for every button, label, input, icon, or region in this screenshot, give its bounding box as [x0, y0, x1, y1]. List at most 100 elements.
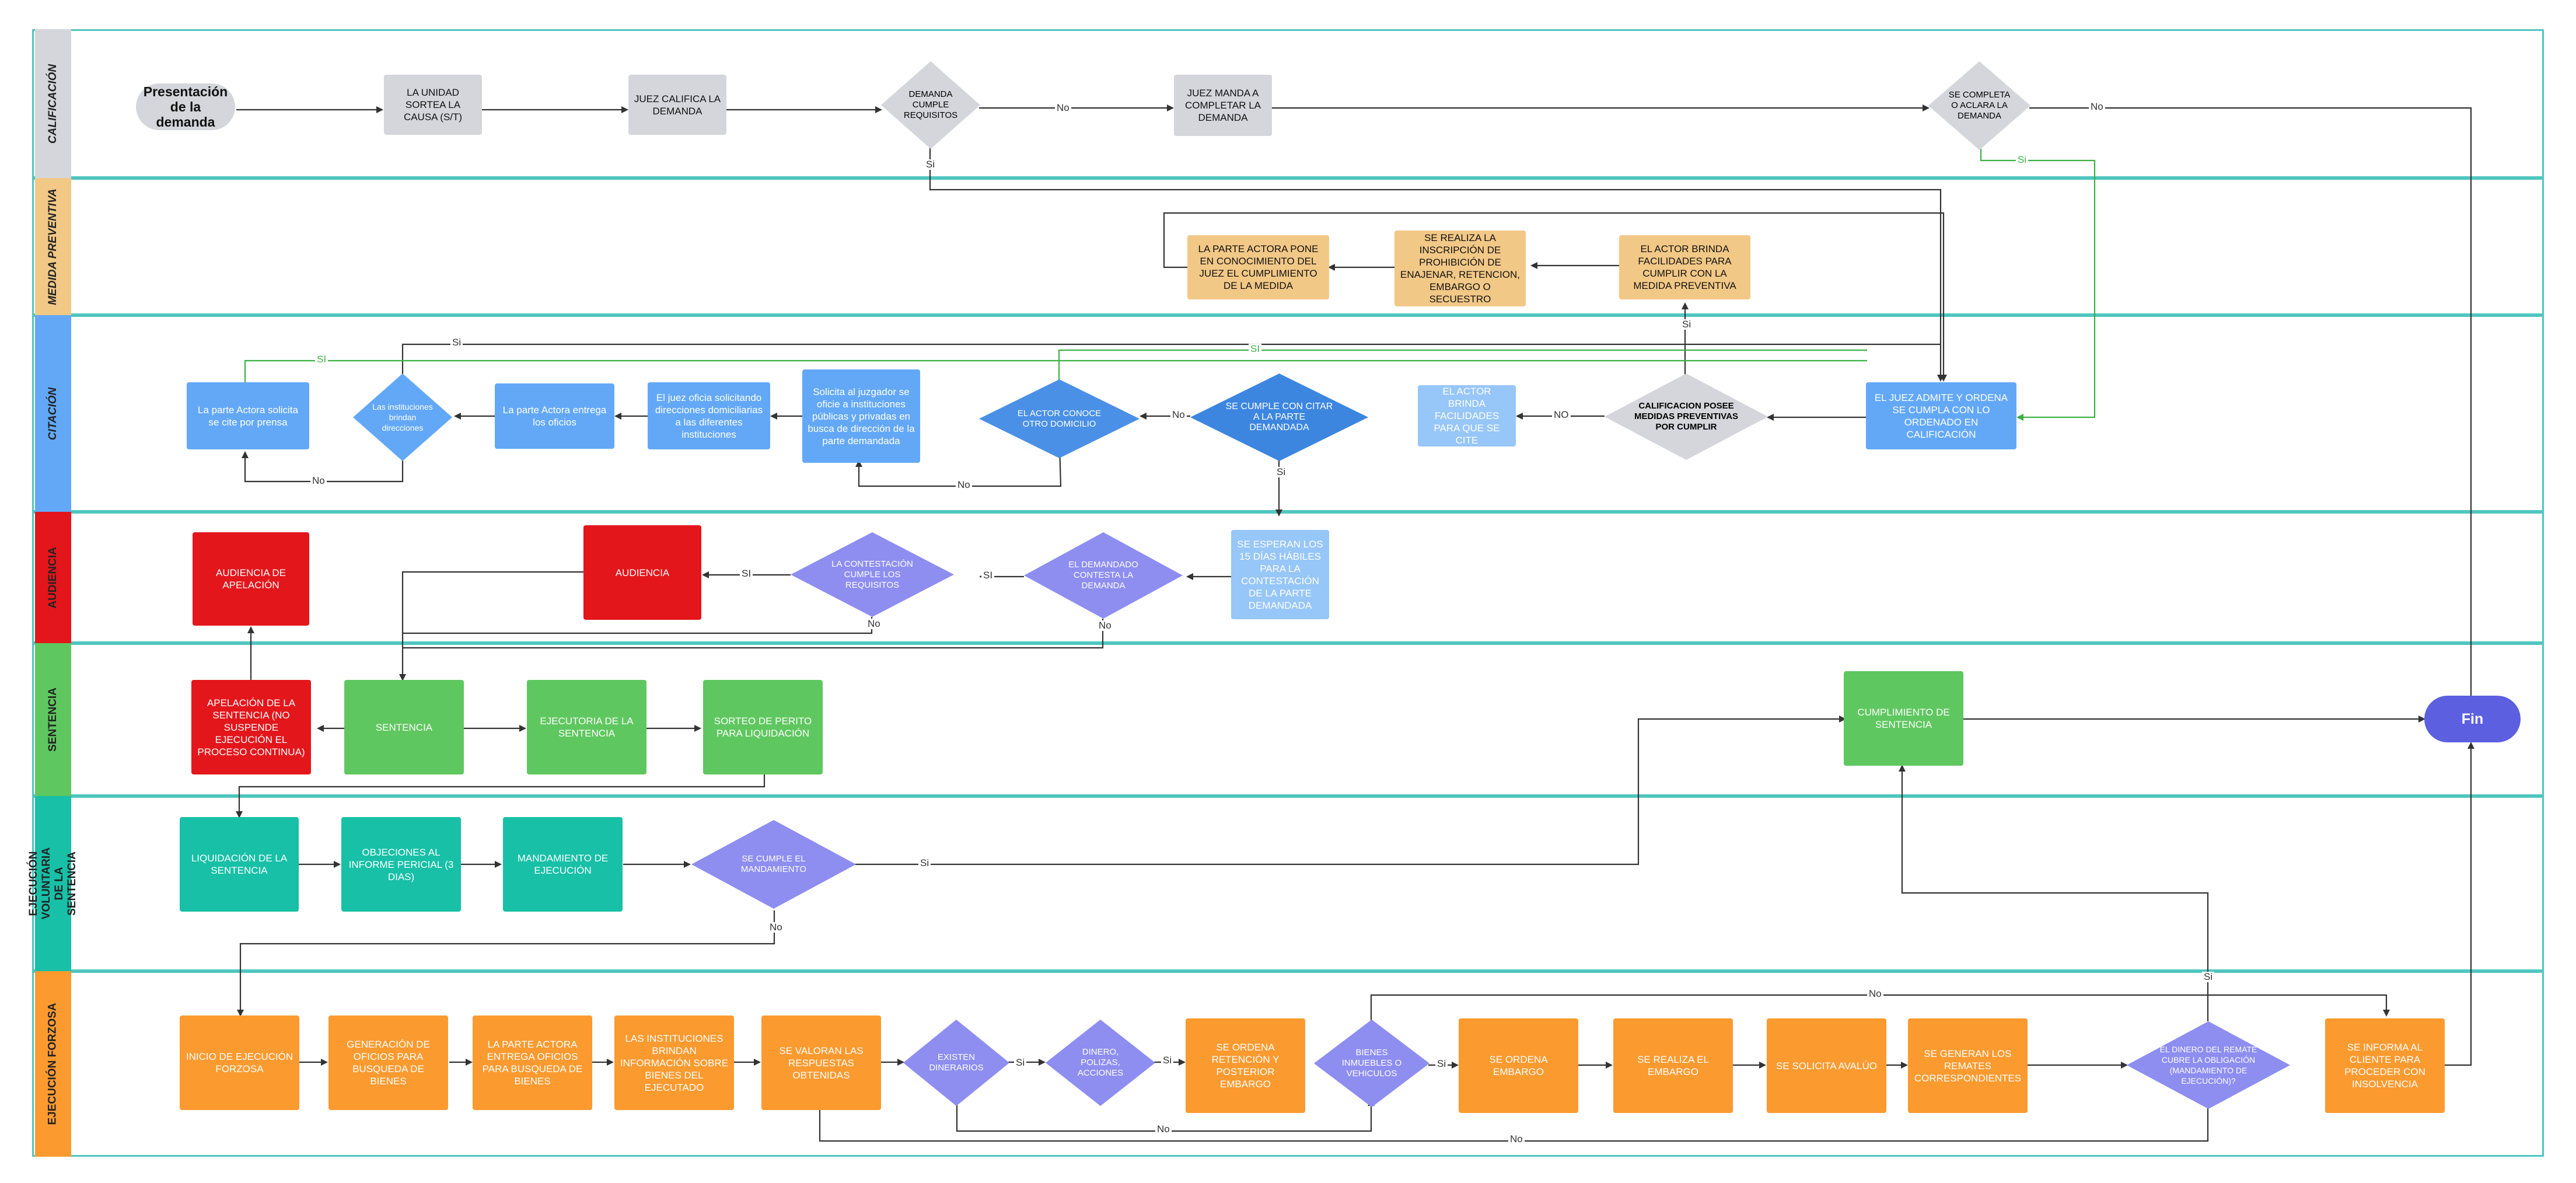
node-apelacion-sentencia[interactable]: APELACIÓN DE LA SENTENCIA (NO SUSPENDE E…: [191, 680, 311, 774]
decision-label: Las instituciones brindan direcciones: [372, 402, 433, 432]
end-fin[interactable]: Fin: [2424, 696, 2521, 742]
decision-se-completa[interactable]: SE COMPLETA O ACLARA LA DEMANDA: [1928, 61, 2030, 150]
node-juez-admite[interactable]: EL JUEZ ADMITE Y ORDENA SE CUMPLA CON LO…: [1866, 382, 2016, 449]
lane-calificacion: [32, 29, 2544, 178]
node-juez-califica[interactable]: JUEZ CALIFICA LA DEMANDA: [628, 75, 726, 135]
node-ejecutoria[interactable]: EJECUTORIA DE LA SENTENCIA: [527, 680, 646, 774]
lane-medida-preventiva: [32, 178, 2544, 315]
decision-calificacion-posee-medidas[interactable]: CALIFICACION POSEE MEDIDAS PREVENTIVAS P…: [1605, 374, 1768, 460]
node-se-valoran[interactable]: SE VALORAN LAS RESPUESTAS OBTENIDAS: [761, 1016, 881, 1110]
node-mandamiento[interactable]: MANDAMIENTO DE EJECUCIÓN: [503, 817, 623, 912]
edge-label-si: Si: [918, 858, 931, 868]
node-se-esperan-15-dias[interactable]: SE ESPERAN LOS 15 DÍAS HÁBILES PARA LA C…: [1231, 530, 1329, 619]
edge-label-no: No: [1508, 1134, 1525, 1144]
edge-label-si: Si: [2202, 972, 2215, 982]
edge-label-si: Si: [1161, 1055, 1174, 1066]
node-se-ordena-embargo[interactable]: SE ORDENA EMBARGO: [1459, 1018, 1578, 1113]
decision-label: EL DINERO DEL REMATE CUBRE LA OBLIGACIÓN…: [2159, 1045, 2257, 1086]
edge-label-si: Si: [2016, 155, 2029, 165]
lane-label-citacion: CITACIÓN: [35, 315, 71, 512]
edge-label-si: Si: [1014, 1058, 1027, 1068]
edge-label-no: No: [866, 619, 882, 629]
lane-label-audiencia: AUDIENCIA: [35, 512, 71, 643]
edge-label-si: Si: [450, 337, 463, 348]
node-parte-actora-pone[interactable]: LA PARTE ACTORA PONE EN CONOCIMIENTO DEL…: [1187, 235, 1329, 299]
edge-label-no: No: [2089, 102, 2105, 112]
node-se-realiza-embargo[interactable]: SE REALIZA EL EMBARGO: [1613, 1018, 1733, 1113]
edge-label-no: No: [1867, 989, 1883, 999]
decision-label: EL ACTOR CONOCE OTRO DOMICILIO: [1017, 408, 1102, 429]
node-parte-actora-solicita-prensa[interactable]: La parte Actora solicita se cite por pre…: [187, 382, 309, 449]
edge-label-no: No: [768, 922, 784, 933]
node-se-generan-remates[interactable]: SE GENERAN LOS REMATES CORRESPONDIENTES: [1908, 1018, 2028, 1113]
edge: [236, 774, 766, 818]
edge-label-si: SI: [981, 570, 995, 581]
decision-label: LA CONTESTACIÓN CUMPLE LOS REQUISITOS: [831, 559, 913, 590]
decision-demanda-cumple[interactable]: DEMANDA CUMPLE REQUISITOS: [881, 61, 980, 149]
decision-label: DEMANDA CUMPLE REQUISITOS: [903, 89, 958, 120]
node-se-solicita-avaluo[interactable]: SE SOLICITA AVALÚO: [1767, 1018, 1886, 1113]
node-unidad-sortea[interactable]: LA UNIDAD SORTEA LA CAUSA (S/T): [384, 75, 482, 135]
node-se-ordena-retencion[interactable]: SE ORDENA RETENCIÓN Y POSTERIOR EMBARGO: [1186, 1018, 1305, 1113]
decision-label: EXISTEN DINERARIOS: [929, 1052, 984, 1073]
node-juez-manda-completar[interactable]: JUEZ MANDA A COMPLETAR LA DEMANDA: [1174, 75, 1272, 136]
decision-label: EL DEMANDADO CONTESTA LA DEMANDA: [1068, 560, 1138, 591]
edge: [1899, 765, 2209, 1021]
edge: [855, 716, 1846, 866]
node-juez-oficia[interactable]: El juez oficia solicitando direcciones d…: [648, 382, 770, 449]
node-sorteo-perito[interactable]: SORTEO DE PERITO PARA LIQUIDACIÓN: [703, 680, 823, 774]
lane-label-ejecucion-voluntaria: EJECUCIÓN VOLUNTARIA DE LA SENTENCIA: [27, 796, 78, 971]
node-liquidacion[interactable]: LIQUIDACIÓN DE LA SENTENCIA: [180, 817, 299, 912]
edge-label-si: SI: [740, 568, 753, 579]
decision-demandado-contesta[interactable]: EL DEMANDADO CONTESTA LA DEMANDA: [1024, 532, 1183, 619]
decision-se-cumple-mandamiento[interactable]: SE CUMPLE EL MANDAMIENTO: [691, 820, 856, 909]
node-se-realiza-inscripcion[interactable]: SE REALIZA LA INSCRIPCIÓN DE PROHIBICIÓN…: [1394, 231, 1526, 306]
lane-label-ejecucion-forzosa: EJECUCIÓN FORZOSA: [35, 971, 71, 1157]
lane-label-sentencia: SENTENCIA: [35, 643, 71, 796]
node-parte-actora-entrega-oficios[interactable]: La parte Actora entrega los oficios: [495, 383, 614, 449]
edge-label-si: SI: [315, 354, 328, 365]
edge-green: [1058, 349, 1867, 388]
node-actor-brinda-medida[interactable]: EL ACTOR BRINDA FACILIDADES PARA CUMPLIR…: [1619, 235, 1750, 299]
decision-contestacion-cumple[interactable]: LA CONTESTACIÓN CUMPLE LOS REQUISITOS: [791, 532, 954, 617]
decision-se-cumple-citar[interactable]: SE CUMPLE CON CITAR A LA PARTE DEMANDADA: [1190, 374, 1368, 461]
edge: [399, 571, 583, 681]
decision-label: DINERO, POLIZAS, ACCIONES: [1077, 1047, 1124, 1078]
node-audiencia-apelacion[interactable]: AUDIENCIA DE APELACIÓN: [193, 532, 309, 626]
edge-label-no: No: [956, 480, 972, 490]
decision-bienes-inmuebles[interactable]: BIENES INMUEBLES O VEHICULOS: [1314, 1020, 1429, 1107]
decision-actor-conoce-domicilio[interactable]: EL ACTOR CONOCE OTRO DOMICILIO: [979, 379, 1140, 458]
edge-label-si: Si: [924, 159, 937, 170]
decision-label: BIENES INMUEBLES O VEHICULOS: [1341, 1048, 1402, 1079]
node-sentencia[interactable]: SENTENCIA: [344, 680, 464, 774]
node-audiencia[interactable]: AUDIENCIA: [583, 525, 701, 620]
node-parte-actora-oficios[interactable]: LA PARTE ACTORA ENTREGA OFICIOS PARA BUS…: [473, 1016, 592, 1110]
node-instituciones-informacion[interactable]: LAS INSTITUCIONES BRINDAN INFORMACIÓN SO…: [614, 1016, 734, 1110]
edge-green: [244, 360, 1867, 382]
decision-dinero-remate[interactable]: EL DINERO DEL REMATE CUBRE LA OBLIGACIÓN…: [2127, 1021, 2290, 1109]
node-se-informa-cliente[interactable]: SE INFORMA AL CLIENTE PARA PROCEDER CON …: [2325, 1018, 2445, 1113]
edge: [237, 910, 775, 1017]
lane-sentencia: [32, 643, 2544, 796]
lane-audiencia: [32, 512, 2544, 643]
edge-label-no: No: [1155, 1124, 1172, 1135]
edge-label-no: No: [1170, 410, 1187, 420]
edge-label-si: Si: [1275, 467, 1288, 477]
node-objeciones[interactable]: OBJECIONES AL INFORME PERICIAL (3 DIAS): [341, 817, 461, 912]
edge: [2029, 107, 2474, 712]
start-presentacion-demanda[interactable]: Presentación de la demanda: [136, 83, 235, 130]
edge-label-si: Si: [1680, 319, 1693, 330]
decision-existen-dinerarios[interactable]: EXISTEN DINERARIOS: [903, 1020, 1009, 1106]
decision-label: CALIFICACION POSEE MEDIDAS PREVENTIVAS P…: [1634, 401, 1739, 432]
node-actor-brinda-cite[interactable]: EL ACTOR BRINDA FACILIDADES PARA QUE SE …: [1418, 385, 1516, 446]
edge-label-no: No: [1055, 103, 1071, 113]
lane-label-calificacion: CALIFICACIÓN: [35, 29, 71, 178]
node-generacion-oficios[interactable]: GENERACIÓN DE OFICIOS PARA BUSQUEDA DE B…: [328, 1016, 448, 1110]
decision-dinero-polizas[interactable]: DINERO, POLIZAS, ACCIONES: [1046, 1020, 1155, 1106]
decision-instituciones-brindan[interactable]: Las instituciones brindan direcciones: [353, 374, 452, 461]
node-solicita-juzgador[interactable]: Solicita al juzgador se oficie a institu…: [802, 369, 920, 463]
edge-label-no: No: [1097, 620, 1113, 631]
node-cumplimiento-sentencia[interactable]: CUMPLIMIENTO DE SENTENCIA: [1844, 671, 1963, 766]
node-inicio-forzosa[interactable]: INICIO DE EJECUCIÓN FORZOSA: [180, 1016, 299, 1110]
